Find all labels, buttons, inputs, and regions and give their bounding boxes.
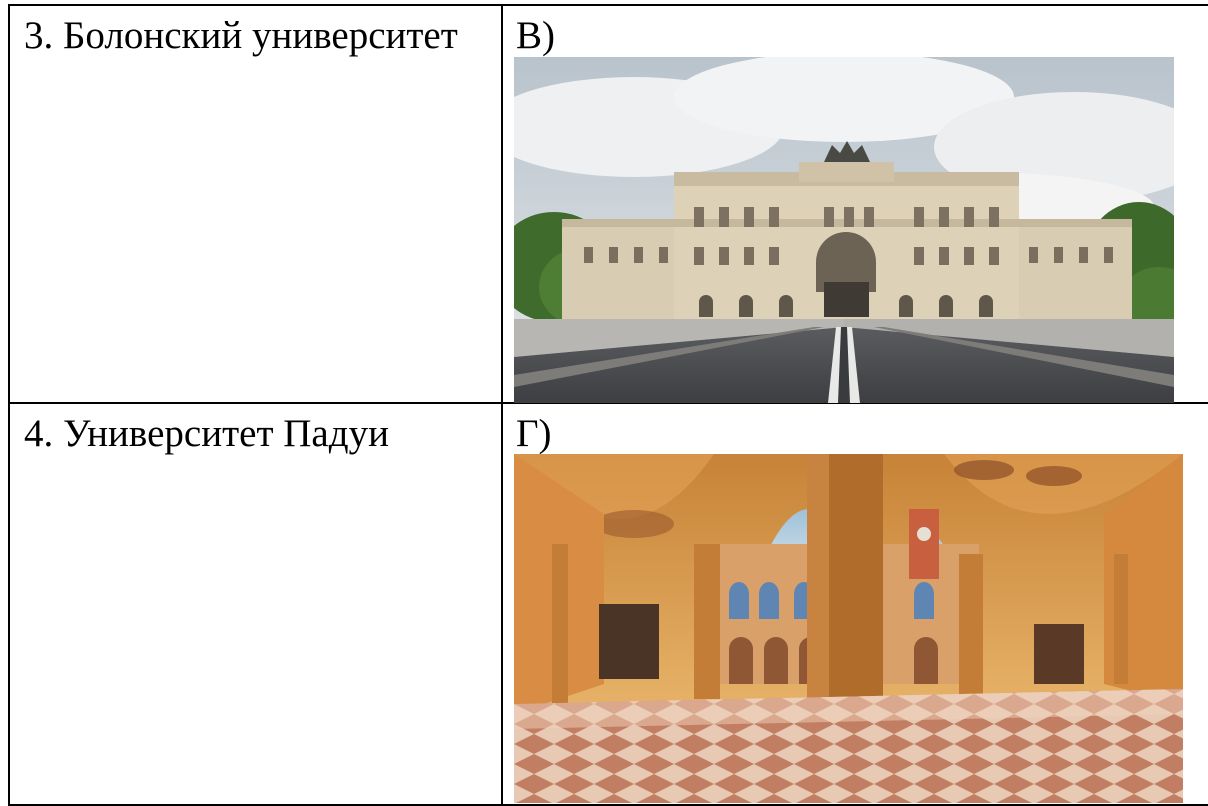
row-label: 4. Университет Падуи (24, 412, 389, 455)
row-label: 3. Болонский университет (24, 14, 458, 57)
table-cell-left: 3. Болонский университет (8, 4, 503, 404)
answer-letter: В) (516, 14, 555, 57)
table-cell-left: 4. Университет Падуи (8, 402, 503, 806)
answer-letter: Г) (516, 412, 552, 455)
palace-bridge-photo (514, 57, 1174, 403)
arcade-courtyard-photo (514, 454, 1183, 803)
